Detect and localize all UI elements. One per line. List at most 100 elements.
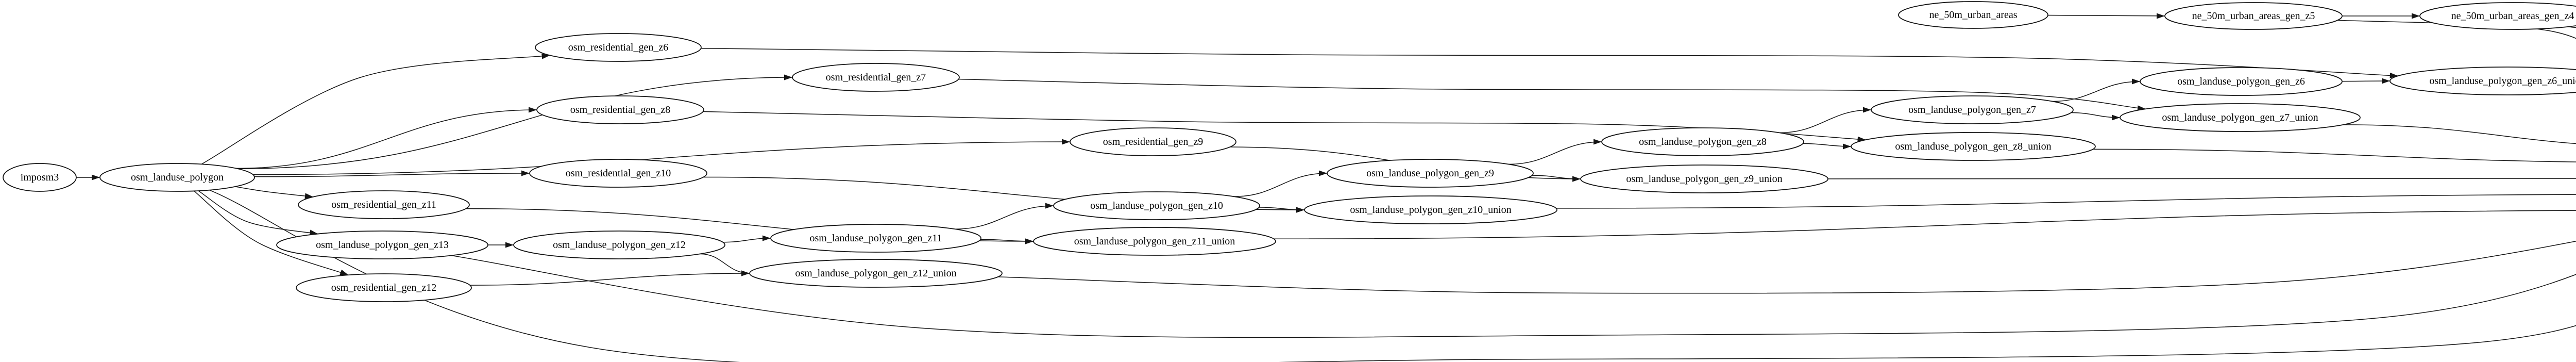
edge-osm_landuse_polygon-to-osm_residential_gen_z11: [235, 186, 314, 199]
edge-osm_landuse_polygon-to-osm_residential_gen_z12: [194, 190, 349, 276]
node-ellipse: [513, 231, 725, 259]
node-ellipse: [1053, 191, 1260, 220]
arrowhead-icon: [1857, 136, 1866, 142]
edge-osm_landuse_polygon_gen_z8-to-osm_landuse_polygon_gen_z7: [1779, 107, 1872, 134]
graph-node-osm_landuse_polygon_gen_z11_union: osm_landuse_polygon_gen_z11_union: [1033, 227, 1276, 256]
graph-node-ne_50m_urban_areas_gen_z4: ne_50m_urban_areas_gen_z4: [2419, 2, 2576, 30]
node-ellipse: [276, 231, 488, 259]
graph-node-osm_landuse_polygon_gen_z8: osm_landuse_polygon_gen_z8: [1601, 127, 1804, 156]
edge-osm_landuse_polygon_gen_z13-to-osm_landuse_polygon_gen_z12: [487, 242, 514, 248]
node-ellipse: [2164, 2, 2343, 30]
graph-node-osm_residential_gen_z11: osm_residential_gen_z11: [298, 190, 470, 219]
graph-node-ne_50m_urban_areas: ne_50m_urban_areas: [1898, 1, 2048, 29]
node-ellipse: [536, 95, 704, 124]
arrowhead-icon: [505, 242, 514, 248]
graph-node-osm_residential_gen_z9: osm_residential_gen_z9: [1070, 127, 1236, 156]
node-ellipse: [99, 163, 255, 192]
node-ellipse: [298, 190, 470, 219]
graph-node-osm_landuse_polygon_gen_z8_union: osm_landuse_polygon_gen_z8_union: [1851, 132, 2096, 161]
edge-osm_landuse_polygon_gen_z9-to-osm_landuse_polygon_gen_z8: [1509, 139, 1602, 165]
arrowhead-icon: [784, 74, 792, 80]
graph-node-osm_landuse_polygon_gen_z9: osm_landuse_polygon_gen_z9: [1327, 159, 1534, 188]
graph-node-osm_landuse_polygon_gen_z12: osm_landuse_polygon_gen_z12: [513, 231, 725, 259]
edge-osm_landuse_polygon_gen_z13-to-layer_landuse:z13: [451, 255, 2576, 338]
arrowhead-icon: [2412, 13, 2420, 19]
edge-imposm3-to-osm_landuse_polygon: [76, 174, 100, 180]
graph-node-osm_landuse_polygon_gen_z7_union: osm_landuse_polygon_gen_z7_union: [2120, 103, 2361, 132]
nodes-layer: imposm3 osm_landuse_polygon osm_residentia…: [3, 1, 2576, 302]
edge-osm_landuse_polygon-to-osm_landuse_polygon_gen_z13: [198, 190, 318, 236]
node-ellipse: [2419, 2, 2576, 30]
node-ellipse: [1851, 132, 2096, 161]
edge-osm_landuse_polygon_gen_z9_union-to-layer_landuse:z9: [1827, 178, 2576, 179]
arrowhead-icon: [1062, 139, 1070, 145]
graph-node-osm_residential_gen_z6: osm_residential_gen_z6: [535, 33, 702, 62]
edge-osm_landuse_polygon_gen_z12-to-osm_landuse_polygon_gen_z11: [723, 235, 771, 243]
arrowhead-icon: [529, 107, 537, 113]
node-ellipse: [296, 273, 472, 302]
edge-osm_landuse_polygon_gen_z7_union-to-layer_landuse:z7: [2343, 124, 2576, 144]
node-ellipse: [1070, 127, 1236, 156]
arrowhead-icon: [1594, 139, 1602, 145]
node-ellipse: [1327, 159, 1534, 188]
arrowhead-icon: [1843, 143, 1851, 150]
graph-node-imposm3: imposm3: [3, 163, 77, 192]
edge-osm_landuse_polygon-to-layer_landuse:z14+: [209, 189, 2576, 362]
node-ellipse: [1898, 1, 2048, 29]
graph-node-osm_landuse_polygon_gen_z6: osm_landuse_polygon_gen_z6: [2140, 67, 2343, 96]
node-ellipse: [1033, 227, 1276, 256]
edge-osm_landuse_polygon_gen_z8-to-osm_landuse_polygon_gen_z8_union: [1803, 143, 1852, 150]
arrowhead-icon: [1863, 107, 1871, 113]
edge-osm_landuse_polygon_gen_z10-to-osm_landuse_polygon_gen_z9: [1234, 170, 1328, 197]
edge-osm_landuse_polygon-to-osm_residential_gen_z6: [201, 53, 550, 165]
node-ellipse: [1580, 164, 1828, 193]
edge-osm_residential_gen_z6-to-osm_landuse_polygon_gen_z6_union: [701, 47, 2398, 78]
arrowhead-icon: [2382, 78, 2390, 84]
edge-osm_landuse_polygon_gen_z7-to-osm_landuse_polygon_gen_z6: [2052, 78, 2141, 102]
graph-node-osm_residential_gen_z8: osm_residential_gen_z8: [536, 95, 704, 124]
node-ellipse: [792, 63, 960, 92]
arrowhead-icon: [1025, 238, 1033, 244]
node-ellipse: [749, 259, 1003, 288]
arrowhead-icon: [1572, 176, 1581, 182]
node-ellipse: [3, 163, 77, 192]
edges-layer: [76, 13, 2576, 362]
arrowhead-icon: [2389, 72, 2398, 78]
edge-osm_residential_gen_z12-to-osm_landuse_polygon_gen_z12_union: [470, 270, 750, 286]
edge-osm_landuse_polygon_gen_z7-to-osm_landuse_polygon_gen_z7_union: [2071, 112, 2121, 121]
edge-osm_landuse_polygon_gen_z8_union-to-layer_landuse:z8: [2093, 149, 2576, 162]
graph-node-osm_landuse_polygon: osm_landuse_polygon: [99, 163, 255, 192]
graph-node-osm_landuse_polygon_gen_z6_union: osm_landuse_polygon_gen_z6_union: [2389, 67, 2576, 95]
edge-osm_landuse_polygon_gen_z10_union-to-layer_landuse:z10: [1556, 194, 2576, 209]
arrowhead-icon: [1045, 203, 1054, 209]
node-ellipse: [1601, 127, 1804, 156]
arrowhead-icon: [521, 170, 530, 176]
edge-osm_landuse_polygon_gen_z11-to-osm_landuse_polygon_gen_z10: [955, 203, 1054, 229]
graph-node-ne_50m_urban_areas_gen_z5: ne_50m_urban_areas_gen_z5: [2164, 2, 2343, 30]
edge-osm_landuse_polygon-to-osm_residential_gen_z7: [238, 74, 793, 169]
arrowhead-icon: [304, 193, 313, 199]
node-ellipse: [770, 224, 981, 253]
arrowhead-icon: [741, 270, 750, 276]
arrowhead-icon: [340, 269, 349, 275]
edge-ne_50m_urban_areas-to-ne_50m_urban_areas_gen_z5: [2047, 13, 2165, 19]
edge-osm_landuse_polygon-to-osm_residential_gen_z9: [253, 139, 1071, 175]
graph-node-osm_residential_gen_z12: osm_residential_gen_z12: [296, 273, 472, 302]
node-ellipse: [1304, 195, 1557, 224]
edge-ne_50m_urban_areas_gen_z5-to-layer_landuse:z5: [2337, 20, 2576, 39]
node-ellipse: [535, 33, 702, 62]
node-ellipse: [529, 159, 707, 188]
arrowhead-icon: [92, 174, 100, 180]
arrowhead-icon: [2132, 78, 2140, 85]
arrowhead-icon: [1319, 170, 1327, 176]
edge-osm_landuse_polygon-to-osm_residential_gen_z10: [254, 170, 530, 177]
node-ellipse: [2120, 103, 2361, 132]
node-ellipse: [2140, 67, 2343, 96]
graph-node-osm_landuse_polygon_gen_z13: osm_landuse_polygon_gen_z13: [276, 231, 488, 259]
edge-osm_landuse_polygon-to-osm_residential_gen_z8: [236, 107, 537, 169]
graph-node-osm_residential_gen_z10: osm_residential_gen_z10: [529, 159, 707, 188]
graph-node-osm_landuse_polygon_gen_z9_union: osm_landuse_polygon_gen_z9_union: [1580, 164, 1828, 193]
edge-osm_landuse_polygon_gen_z6-to-osm_landuse_polygon_gen_z6_union: [2342, 78, 2391, 84]
